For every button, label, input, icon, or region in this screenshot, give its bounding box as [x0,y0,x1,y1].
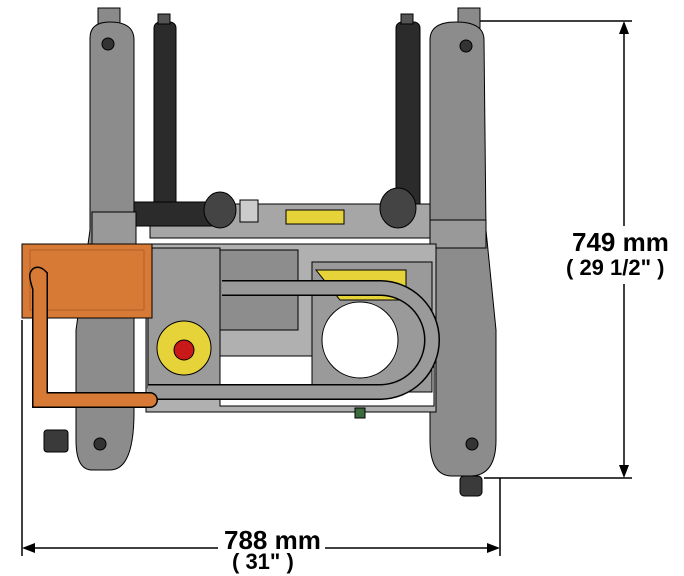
left-top-bolt [101,37,115,51]
right-bottom-bolt [465,437,479,451]
width-dimension [21,320,501,556]
upper-crossbar [111,187,436,239]
width-dimension-inch-label: ( 31" ) [232,549,294,574]
height-dimension-inch-label: ( 29 1/2" ) [566,255,665,280]
stop-button-red [173,339,195,361]
grey-handle [148,280,440,400]
left-caster [43,429,69,453]
right-caster [459,475,483,497]
orange-handle [21,243,158,453]
height-dimension-mm-label: 749 mm [572,227,669,257]
right-frame-column [429,7,497,497]
left-bottom-bolt [93,437,107,451]
right-top-bolt [459,39,473,53]
emergency-stop [156,320,212,376]
right-roller [395,13,421,233]
crossbar-warning-label [285,209,345,225]
height-dimension [480,20,632,479]
body-opening [321,301,399,379]
left-roller [153,13,177,233]
width-dimension-mm-label: 788 mm [220,527,325,553]
